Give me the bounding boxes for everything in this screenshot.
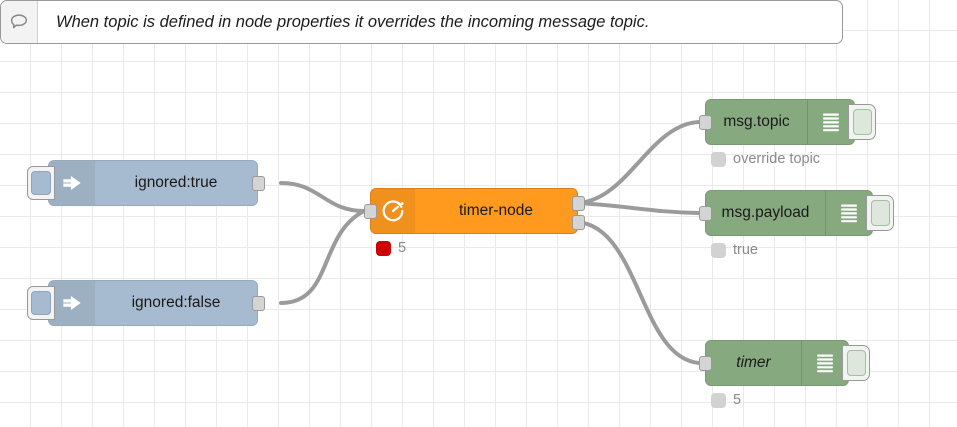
debug-toggle-button[interactable] (866, 195, 894, 231)
inject-node-label: ignored:false (131, 295, 221, 311)
debug-node-msg-payload[interactable]: msg.payload (699, 190, 894, 236)
input-port[interactable] (699, 115, 712, 130)
debug-node-label: msg.topic (723, 114, 790, 130)
inject-node-ignored-false[interactable]: ignored:false (27, 280, 265, 326)
debug-toggle-button-inner (852, 109, 872, 135)
wire-timer-out1-to-msg-payload (576, 201, 701, 215)
inject-node-label: ignored:true (134, 175, 218, 191)
wire-inject-true-to-timer (279, 181, 366, 213)
inject-arrow-icon (49, 281, 95, 325)
debug-node-label: msg.payload (721, 205, 810, 221)
debug-lines-icon (825, 191, 872, 235)
inject-trigger-button-inner (31, 171, 51, 195)
output-port[interactable] (252, 296, 265, 311)
status-text: 5 (398, 240, 407, 256)
inject-arrow-icon (49, 161, 95, 205)
debug-toggle-button-inner (870, 200, 890, 226)
stopwatch-icon (371, 189, 415, 233)
debug-toggle-button-inner (846, 350, 866, 376)
status-text: 5 (733, 392, 742, 408)
debug-node-msg-topic[interactable]: msg.topic (699, 99, 876, 145)
comment-node[interactable]: When topic is defined in node properties… (0, 0, 843, 44)
input-port[interactable] (699, 356, 712, 371)
inject-node-ignored-true[interactable]: ignored:true (27, 160, 265, 206)
input-port[interactable] (699, 206, 712, 221)
wire-timer-out2-to-debug-timer (576, 220, 701, 365)
debug-node-msg-payload-status: true (711, 242, 758, 258)
timer-node-status: 5 (376, 240, 406, 256)
debug-node-msg-topic-status: override topic (711, 151, 820, 167)
speech-bubble-icon (1, 1, 38, 43)
status-dot (711, 151, 726, 167)
status-dot (376, 240, 391, 256)
status-dot (711, 392, 726, 408)
debug-lines-icon (801, 341, 848, 385)
wire-inject-false-to-timer (279, 209, 366, 305)
debug-toggle-button[interactable] (848, 104, 876, 140)
status-dot (711, 242, 726, 258)
debug-node-timer[interactable]: timer (699, 340, 870, 386)
comment-text: When topic is defined in node properties… (56, 12, 650, 31)
output-port-1[interactable] (572, 196, 585, 211)
timer-node-label: timer-node (458, 203, 534, 219)
debug-node-label: timer (736, 355, 771, 371)
inject-trigger-button[interactable] (27, 166, 55, 200)
output-port-2[interactable] (572, 215, 585, 230)
wire-timer-out1-to-msg-topic (576, 120, 701, 205)
timer-node[interactable]: timer-node (364, 188, 585, 234)
debug-lines-icon (807, 100, 854, 144)
inject-trigger-button[interactable] (27, 286, 55, 320)
debug-node-timer-status: 5 (711, 392, 741, 408)
status-text: true (733, 242, 758, 258)
debug-toggle-button[interactable] (842, 345, 870, 381)
input-port[interactable] (364, 204, 377, 219)
output-port[interactable] (252, 176, 265, 191)
inject-trigger-button-inner (31, 291, 51, 315)
status-text: override topic (733, 151, 821, 167)
